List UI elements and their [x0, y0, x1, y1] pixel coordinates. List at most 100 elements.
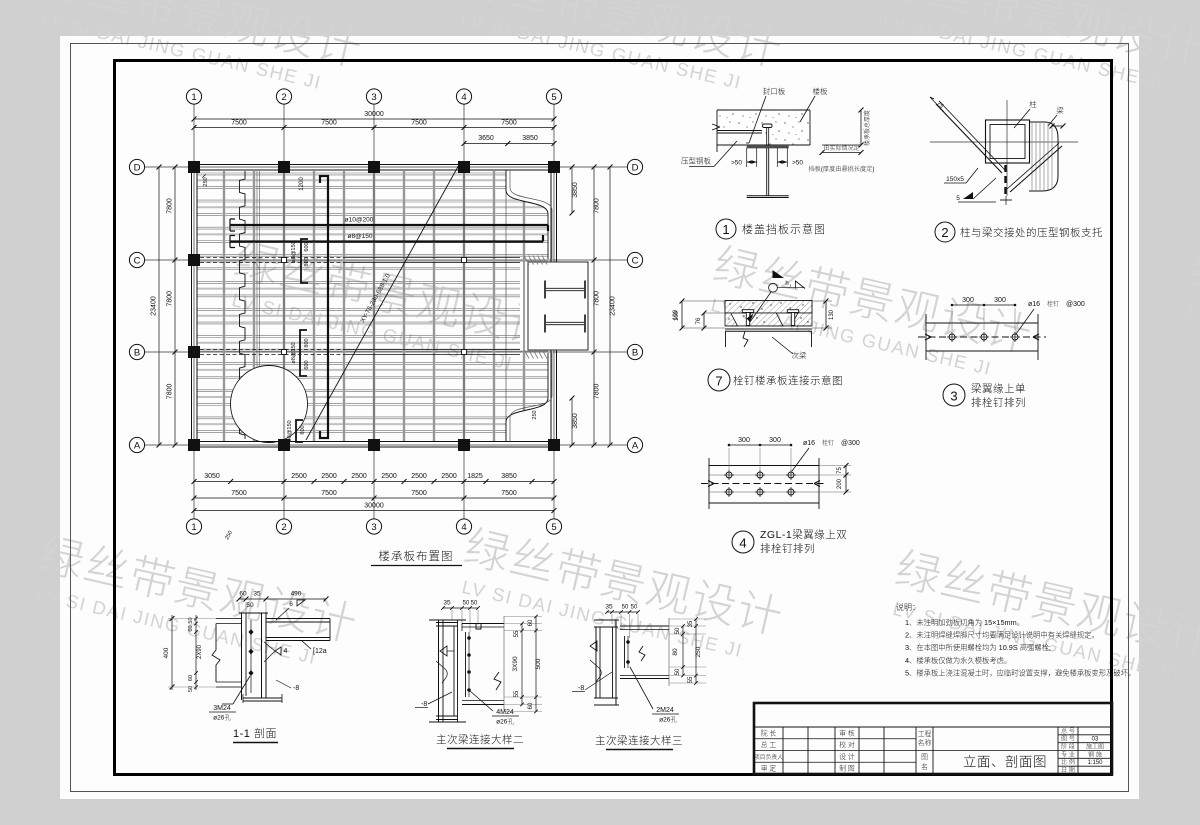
- svg-text:施工图: 施工图: [1086, 743, 1104, 751]
- svg-text:2500: 2500: [351, 473, 367, 480]
- svg-text:75: 75: [935, 101, 944, 110]
- svg-text:由实际情况定: 由实际情况定: [823, 144, 859, 152]
- svg-text:50: 50: [622, 605, 629, 611]
- svg-text:主次梁连接大样二: 主次梁连接大样二: [436, 733, 524, 746]
- svg-text:ø8@150: ø8@150: [291, 342, 297, 363]
- svg-text:@300: @300: [1066, 301, 1085, 308]
- svg-text:次梁: 次梁: [792, 350, 807, 360]
- svg-text:栓钉: 栓钉: [822, 439, 834, 447]
- svg-text:60: 60: [528, 619, 534, 626]
- svg-text:压型钢板: 压型钢板: [681, 156, 711, 166]
- svg-text:100: 100: [674, 310, 680, 321]
- svg-text:3、在本图中所使用螺栓均为 10.9S 高强螺栓;: 3、在本图中所使用螺栓均为 10.9S 高强螺栓;: [905, 643, 1051, 652]
- svg-text:500: 500: [535, 658, 542, 669]
- svg-text:总 号: 总 号: [1061, 727, 1075, 735]
- svg-text:3850: 3850: [572, 413, 579, 429]
- svg-text:35: 35: [253, 591, 261, 598]
- svg-text:D: D: [134, 163, 141, 174]
- svg-text:200: 200: [837, 478, 843, 489]
- svg-text:7500: 7500: [231, 490, 247, 497]
- svg-text:栓钉: 栓钉: [1047, 300, 1059, 308]
- svg-text:76: 76: [696, 317, 702, 324]
- svg-text:排栓钉排列: 排栓钉排列: [971, 396, 1026, 409]
- svg-text:设 计: 设 计: [839, 752, 855, 761]
- svg-text:ø8@150: ø8@150: [291, 241, 297, 262]
- svg-text:B: B: [632, 348, 638, 359]
- svg-text:3: 3: [371, 522, 376, 533]
- svg-text:1-1 剖面: 1-1 剖面: [233, 727, 277, 740]
- svg-text:ø26孔: ø26孔: [213, 714, 231, 722]
- svg-text:03: 03: [1092, 737, 1099, 743]
- svg-text:50: 50: [675, 668, 681, 675]
- svg-text:2500: 2500: [411, 473, 427, 480]
- svg-text:2: 2: [281, 522, 286, 533]
- svg-text:阶 段: 阶 段: [1061, 743, 1075, 751]
- svg-text:7500: 7500: [411, 490, 427, 497]
- svg-text:ø8@150: ø8@150: [347, 233, 372, 240]
- svg-text:55: 55: [514, 630, 520, 637]
- svg-text:3: 3: [371, 92, 376, 103]
- svg-text:23400: 23400: [610, 296, 617, 316]
- svg-text:r: r: [790, 283, 792, 288]
- svg-text:梁: 梁: [1056, 106, 1064, 115]
- svg-text:-8: -8: [578, 685, 584, 692]
- svg-text:4M24: 4M24: [496, 709, 514, 716]
- svg-text:5: 5: [551, 92, 556, 103]
- svg-text:2500: 2500: [381, 473, 397, 480]
- svg-text:490: 490: [291, 591, 302, 598]
- svg-text:50: 50: [631, 605, 638, 611]
- svg-text:7500: 7500: [501, 490, 517, 497]
- svg-text:ø10@200: ø10@200: [345, 217, 374, 224]
- svg-text:800: 800: [300, 425, 306, 434]
- svg-text:ZGL-1梁翼缘上双: ZGL-1梁翼缘上双: [760, 528, 847, 541]
- svg-text:1200: 1200: [299, 177, 305, 191]
- svg-text:75: 75: [837, 467, 843, 474]
- svg-text:5: 5: [551, 522, 556, 533]
- svg-text:60: 60: [188, 675, 194, 681]
- svg-text:2500: 2500: [441, 473, 457, 480]
- svg-text:楼承板布置图: 楼承板布置图: [379, 549, 454, 563]
- svg-text:50: 50: [188, 686, 194, 692]
- svg-text:35: 35: [605, 604, 613, 611]
- svg-text:7800: 7800: [167, 291, 174, 307]
- svg-text:7800: 7800: [167, 198, 174, 214]
- svg-text:400: 400: [163, 647, 170, 658]
- svg-text:D: D: [632, 163, 639, 174]
- svg-text:立面、剖面图: 立面、剖面图: [963, 755, 1047, 770]
- svg-text:7: 7: [715, 374, 722, 389]
- svg-text:1: 1: [722, 222, 729, 237]
- svg-text:ø16: ø16: [1028, 301, 1040, 308]
- svg-text:300: 300: [994, 297, 1006, 304]
- svg-text:2X90: 2X90: [197, 644, 203, 659]
- svg-text:1825: 1825: [467, 473, 483, 480]
- svg-text:80: 80: [672, 648, 679, 656]
- svg-text:A: A: [134, 441, 141, 452]
- svg-text:项目负责人: 项目负责人: [754, 753, 783, 761]
- svg-text:50: 50: [463, 601, 470, 607]
- svg-text:栓钉楼承板连接示意图: 栓钉楼承板连接示意图: [733, 374, 843, 387]
- svg-text:3850: 3850: [572, 182, 579, 198]
- svg-text:7800: 7800: [594, 384, 601, 400]
- svg-text:1: 1: [191, 92, 196, 103]
- svg-text:800: 800: [304, 338, 310, 347]
- svg-text:800: 800: [304, 257, 310, 266]
- svg-text:4: 4: [284, 648, 288, 655]
- svg-text:4: 4: [461, 92, 466, 103]
- svg-text:图: 图: [921, 753, 928, 761]
- svg-text:300: 300: [962, 297, 974, 304]
- svg-text:ø16: ø16: [803, 440, 815, 447]
- svg-text:封口板: 封口板: [763, 86, 786, 96]
- svg-text:A: A: [632, 441, 639, 452]
- svg-text:7500: 7500: [411, 120, 427, 127]
- svg-text:7800: 7800: [594, 291, 601, 307]
- svg-text:3850: 3850: [522, 135, 538, 142]
- svg-text:说明：: 说明：: [896, 602, 920, 612]
- svg-text:>50: >50: [792, 160, 803, 167]
- svg-text:2M24: 2M24: [656, 707, 674, 714]
- svg-text:主次梁连接大样三: 主次梁连接大样三: [595, 734, 683, 747]
- svg-text:300: 300: [769, 437, 781, 444]
- svg-text:审 定: 审 定: [761, 764, 777, 773]
- svg-text:3: 3: [950, 389, 957, 404]
- svg-text:250: 250: [224, 530, 234, 541]
- svg-text:1:150: 1:150: [1087, 760, 1103, 766]
